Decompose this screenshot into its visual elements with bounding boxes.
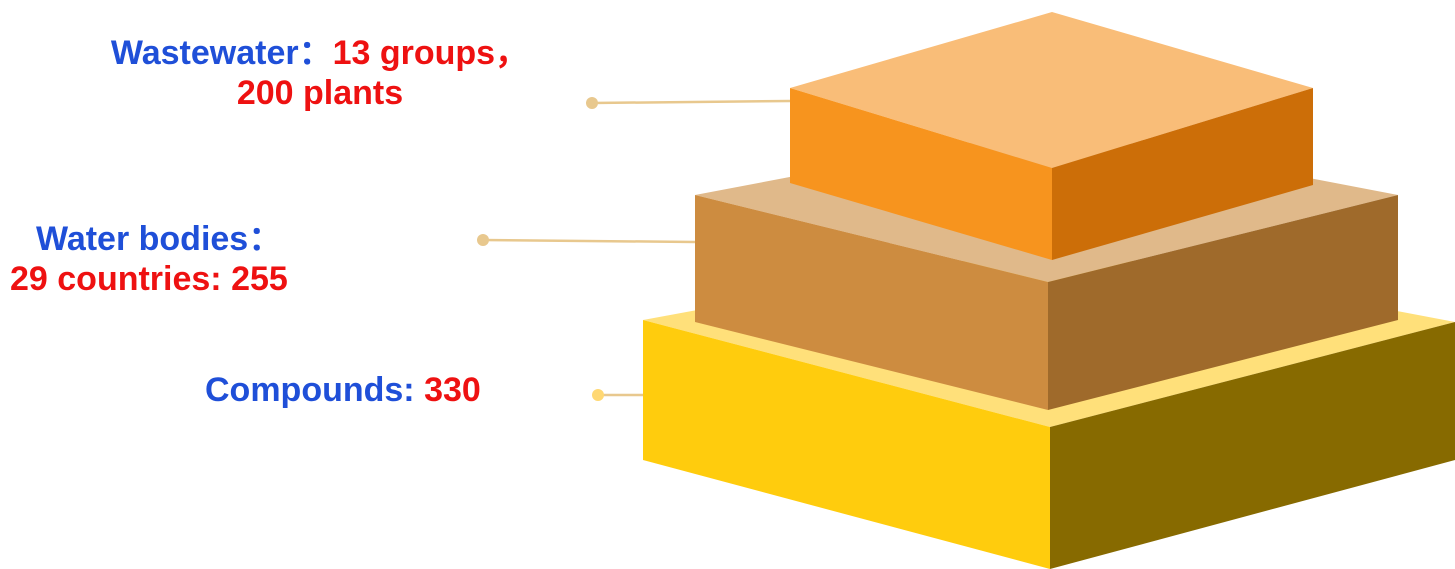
tier-wastewater-side-face [1052, 88, 1313, 260]
tier-wastewater [790, 12, 1313, 260]
compounds-value: 330 [424, 371, 481, 409]
connector-compounds [592, 389, 643, 401]
tier-wastewater-front-face [790, 88, 1052, 260]
connector-water-bodies [477, 234, 696, 246]
wastewater-category: Wastewater [110, 34, 299, 72]
tier-wastewater-top-face [790, 12, 1313, 168]
tier-compounds-front-face [643, 320, 1050, 569]
water-bodies-separator: ： [248, 220, 283, 258]
label-water-bodies-line1: Water bodies： [10, 219, 288, 259]
water-bodies-detail: 29 countries: 255 [10, 260, 288, 298]
tier-water-bodies-side-face [1048, 195, 1398, 410]
wastewater-separator: ： [298, 34, 333, 72]
label-wastewater: Wastewater：13 groups， 200 plants [0, 33, 640, 113]
wastewater-plants: 200 plants [236, 74, 404, 112]
connector-wastewater [586, 97, 791, 109]
compounds-category: Compounds: [205, 371, 425, 409]
wastewater-groups: 13 groups， [332, 34, 530, 72]
tier-water-bodies-front-face [695, 195, 1048, 410]
label-water-bodies: Water bodies： 29 countries: 255 [10, 219, 288, 299]
water-bodies-category: Water bodies [36, 220, 249, 258]
label-wastewater-line1: Wastewater：13 groups， [0, 33, 640, 73]
tier-compounds-side-face [1050, 322, 1455, 569]
label-compounds: Compounds: 330 [205, 370, 481, 410]
